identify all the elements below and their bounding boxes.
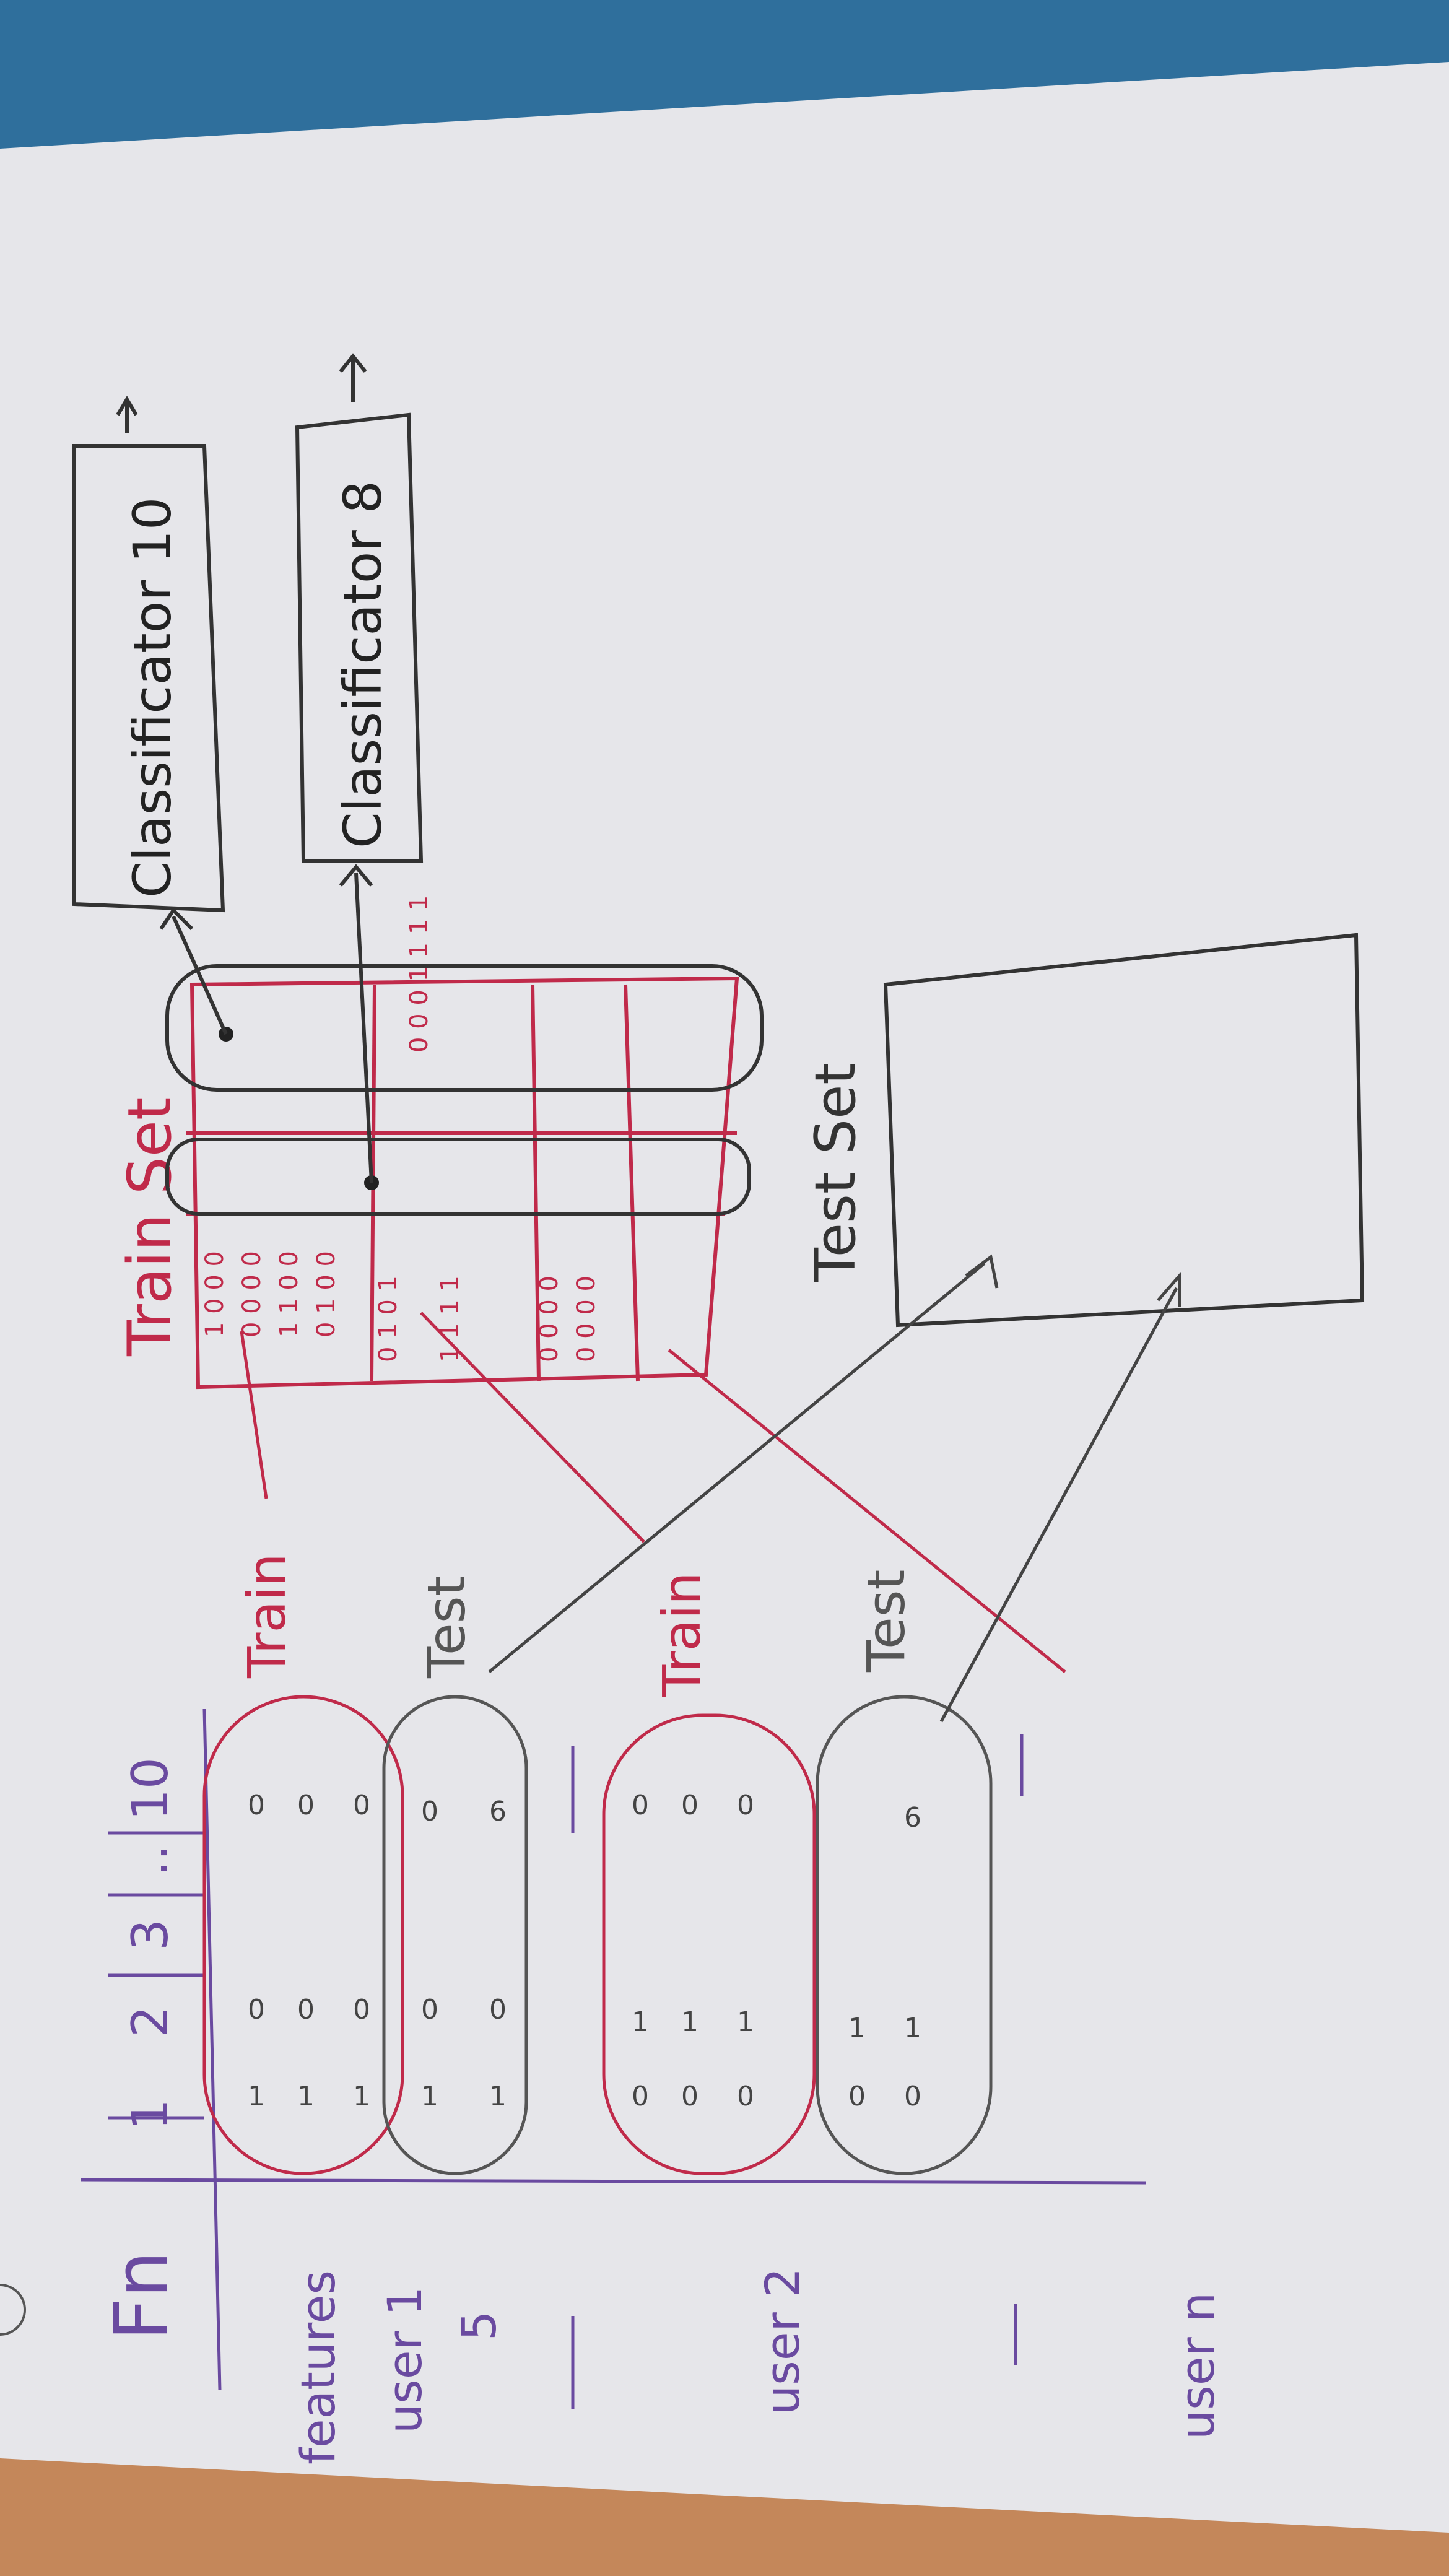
svg-text:1: 1 <box>904 2012 921 2044</box>
svg-text:1: 1 <box>737 2006 754 2038</box>
svg-text:0: 0 <box>848 2081 866 2112</box>
svg-text:0: 0 <box>489 1994 507 2026</box>
row-label-user1-num: 5 <box>451 2311 507 2341</box>
classifier-10-label: Classificator 10 <box>122 497 183 898</box>
svg-text:0: 0 <box>421 1796 438 1827</box>
fn-label: Fn <box>99 2251 185 2341</box>
user1-groups <box>202 1695 993 2175</box>
hole-punch-mark <box>0 2284 26 2336</box>
svg-text:0: 0 <box>297 1790 315 1821</box>
user2-train-label: Train <box>651 1572 712 1697</box>
svg-text:1 0 0 0: 1 0 0 0 <box>201 1251 229 1338</box>
col-header-1: 1 <box>121 2099 179 2130</box>
row-labels: features user 1 5 user 2 user n <box>290 2268 1225 2465</box>
user2-test-label: Test <box>856 1570 916 1673</box>
user1-test-ellipse <box>382 1695 528 2175</box>
col-header-3: 3 <box>121 1919 179 1951</box>
user1-test-label: Test <box>416 1576 477 1679</box>
classifier-8-label: Classificator 8 <box>333 481 393 848</box>
svg-text:0 1 0 0: 0 1 0 0 <box>312 1251 341 1338</box>
svg-text:0: 0 <box>904 2081 921 2112</box>
svg-text:0: 0 <box>681 2081 698 2112</box>
feature-table <box>80 1708 1146 2391</box>
train-set-bits: 1 0 0 0 0 0 0 0 1 1 0 0 0 1 0 0 0 1 0 1 … <box>201 895 601 1362</box>
classifier-8-box <box>295 412 424 863</box>
svg-text:1: 1 <box>353 2081 370 2112</box>
svg-text:0: 0 <box>421 1994 438 2026</box>
test-set-title: Test Set <box>803 1063 868 1282</box>
selection-feature-10 <box>165 964 764 1092</box>
svg-text:1: 1 <box>632 2006 649 2038</box>
table-headers: Fn 1 2 3 .. 10 <box>99 1757 185 2341</box>
row-label-user1: user 1 <box>377 2286 432 2434</box>
svg-text:0: 0 <box>353 1994 370 2026</box>
svg-text:1: 1 <box>248 2081 265 2112</box>
svg-text:1: 1 <box>297 2081 315 2112</box>
svg-text:0 0 0 0: 0 0 0 0 <box>572 1276 601 1362</box>
col-header-10: 10 <box>121 1757 179 1821</box>
row-label-features: features <box>290 2270 346 2465</box>
svg-text:6: 6 <box>904 1802 921 1834</box>
svg-text:0: 0 <box>353 1790 370 1821</box>
row-label-user2: user 2 <box>755 2268 810 2415</box>
svg-text:0: 0 <box>737 1790 754 1821</box>
row-label-usern: user n <box>1170 2292 1225 2440</box>
classifier-arrows <box>116 353 373 1183</box>
svg-text:0 0 0 0: 0 0 0 0 <box>238 1251 266 1338</box>
svg-text:6: 6 <box>489 1796 507 1827</box>
svg-text:1: 1 <box>421 2081 438 2112</box>
feature-selection-ellipses <box>165 964 764 1216</box>
train-set-title: Train Set <box>115 1097 185 1357</box>
group-labels: Train Test Train Test <box>237 1553 916 1697</box>
svg-text:0: 0 <box>737 2081 754 2112</box>
test-set-box <box>883 933 1365 1328</box>
svg-text:0: 0 <box>632 2081 649 2112</box>
svg-text:0 0 0 0: 0 0 0 0 <box>535 1276 564 1362</box>
svg-text:0: 0 <box>297 1994 315 2026</box>
svg-text:0: 0 <box>248 1790 265 1821</box>
col-header-2: 2 <box>121 2006 179 2037</box>
paper-sheet <box>0 62 1449 2533</box>
svg-text:1: 1 <box>681 2006 698 2038</box>
user1-train-label: Train <box>237 1553 297 1679</box>
svg-text:1: 1 <box>848 2012 866 2044</box>
row-dashes <box>571 1734 1024 2409</box>
svg-text:0: 0 <box>632 1790 649 1821</box>
col-header-dots: .. <box>121 1845 179 1876</box>
svg-text:0: 0 <box>681 1790 698 1821</box>
user2-train-ellipse <box>602 1713 816 2175</box>
user2-test-ellipse <box>816 1695 993 2175</box>
table-left-line <box>202 1708 222 2391</box>
svg-text:1 1 0 0: 1 1 0 0 <box>275 1251 303 1338</box>
svg-text:1 1 1 1: 1 1 1 1 <box>436 1276 464 1362</box>
connection-lines <box>240 1254 1181 1723</box>
svg-text:0 1 0 1: 0 1 0 1 <box>374 1276 402 1362</box>
svg-text:0 0 0 1 1 1 1: 0 0 0 1 1 1 1 <box>405 895 433 1053</box>
svg-text:1: 1 <box>489 2081 507 2112</box>
selection-feature-8 <box>165 1138 751 1216</box>
table-header-line <box>80 2178 1146 2185</box>
user1-train-ellipse <box>202 1695 404 2175</box>
svg-text:0: 0 <box>248 1994 265 2026</box>
